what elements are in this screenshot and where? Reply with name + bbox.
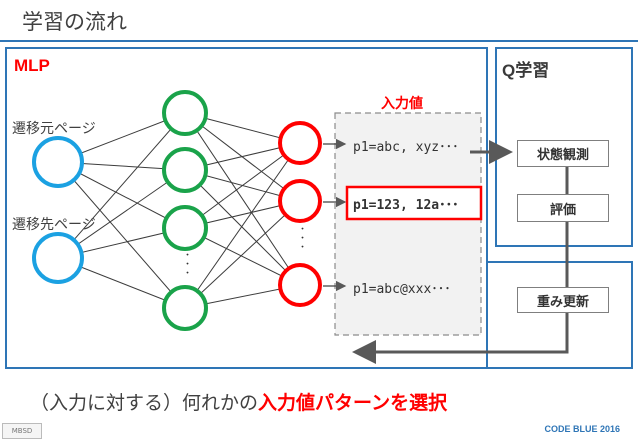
hidden-ellipsis: ・・・ bbox=[181, 250, 191, 277]
output-ellipsis: ・・・ bbox=[296, 224, 306, 251]
network-nodes bbox=[32, 90, 322, 331]
hidden-node-1 bbox=[162, 90, 208, 136]
hidden-node-3 bbox=[162, 205, 208, 251]
output-node-1 bbox=[278, 121, 322, 165]
edge-input2-hidden1 bbox=[57, 112, 186, 259]
title-divider bbox=[0, 40, 638, 42]
edge-hidden3-output1 bbox=[184, 142, 301, 229]
footer-event: CODE BLUE 2016 bbox=[544, 424, 620, 434]
hidden-node-2 bbox=[162, 147, 208, 193]
state-observation-box: 状態観測 bbox=[517, 140, 609, 167]
footer-logo: MBSD bbox=[2, 423, 42, 439]
weight-update-box: 重み更新 bbox=[517, 287, 609, 313]
input-label-destination: 遷移先ページ bbox=[12, 217, 96, 233]
input-node-1 bbox=[32, 136, 84, 188]
input-node-2 bbox=[32, 232, 84, 284]
output-node-3 bbox=[278, 263, 322, 307]
caption-highlight: 入力値パターンを選択 bbox=[258, 392, 448, 414]
input-value-2: p1=123, 12a･･･ bbox=[353, 198, 459, 213]
feedback-arrow bbox=[352, 313, 569, 364]
input-values-heading: 入力値 bbox=[381, 95, 423, 111]
edge-hidden1-output3 bbox=[184, 112, 301, 286]
edge-hidden4-output1 bbox=[184, 142, 301, 309]
bottom-caption: （入力に対する）何れかの入力値パターンを選択 bbox=[30, 388, 447, 415]
mlp-frame bbox=[5, 47, 488, 369]
edge-hidden2-output3 bbox=[184, 169, 301, 286]
input-label-source: 遷移元ページ bbox=[12, 121, 96, 137]
frame-connector bbox=[487, 261, 633, 369]
input-value-3: p1=abc@xxx･･･ bbox=[353, 282, 451, 297]
evaluation-box: 評価 bbox=[517, 194, 609, 222]
input-values-box bbox=[334, 112, 482, 336]
caption-prefix: （入力に対する）何れかの bbox=[30, 392, 259, 414]
input-value-1: p1=abc, xyz･･･ bbox=[353, 140, 459, 155]
q-learning-label: Q学習 bbox=[502, 61, 550, 80]
mlp-label: MLP bbox=[14, 56, 50, 75]
selected-value-box bbox=[345, 185, 483, 221]
hidden-node-4 bbox=[162, 285, 208, 331]
edge-input1-hidden4 bbox=[57, 161, 186, 309]
slide-title: 学習の流れ bbox=[22, 10, 127, 34]
edge-hidden4-output2 bbox=[184, 200, 301, 309]
output-node-2 bbox=[278, 179, 322, 223]
